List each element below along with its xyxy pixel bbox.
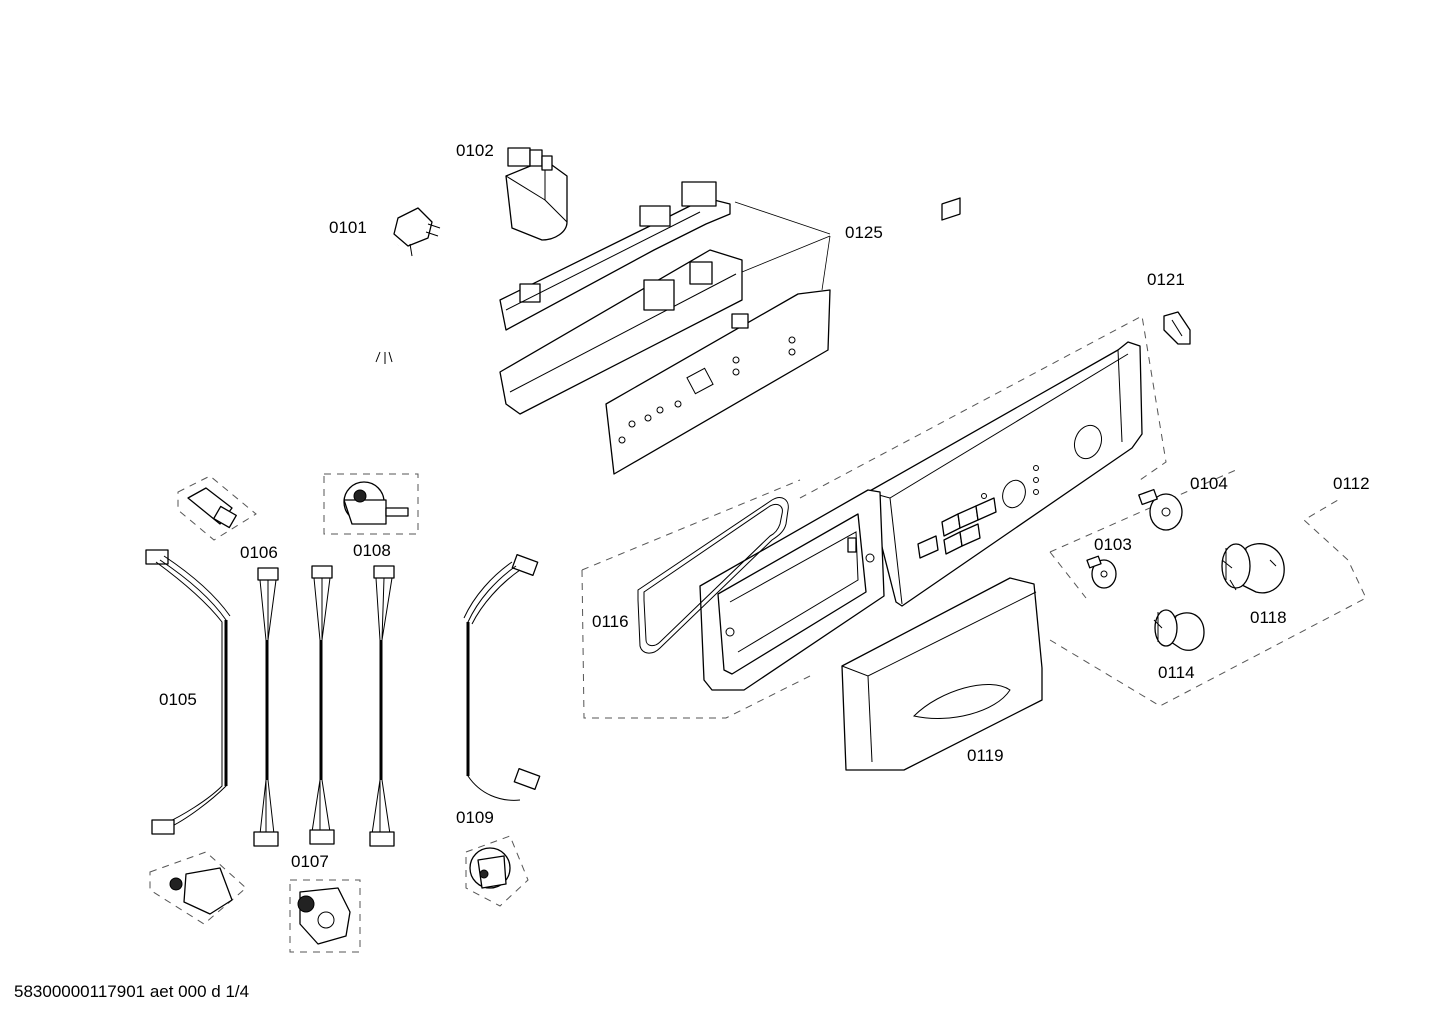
label-0116: 0116 [592, 612, 629, 631]
label-0109: 0109 [456, 808, 494, 827]
panel-group-outline [799, 315, 1167, 499]
label-0105: 0105 [159, 690, 197, 709]
knob-insert-0103-part [1086, 555, 1117, 589]
label-0118: 0118 [1250, 608, 1287, 627]
wire-harness-0106-part [253, 567, 279, 847]
wire-harness-0105-part [145, 549, 231, 835]
knob-group-outline [1049, 469, 1367, 707]
power-cord-part [375, 207, 441, 364]
control-module-part [499, 181, 831, 475]
wire-harness-0109-part [463, 554, 541, 801]
program-knob-part [1221, 543, 1285, 594]
motor-sensor-part [149, 851, 247, 925]
detergent-drawer-handle-part [841, 577, 1043, 771]
wire-harness-part [369, 565, 395, 847]
sensor-0106-part [177, 475, 257, 541]
gasket-part [581, 479, 811, 719]
label-0125: 0125 [845, 223, 883, 242]
knob-insert-0104-part [1138, 488, 1183, 531]
label-0119: 0119 [967, 746, 1004, 765]
clip-part [1163, 311, 1191, 345]
label-0108: 0108 [353, 541, 391, 560]
label-0101: 0101 [329, 218, 367, 237]
control-panel-fascia-part [699, 197, 1143, 691]
label-0104: 0104 [1190, 474, 1228, 493]
wire-harness-0107-part [309, 565, 335, 845]
label-0103: 0103 [1094, 535, 1132, 554]
drawing-code: 58300000117901 aet 000 d 1/4 [14, 982, 249, 1001]
label-0121: 0121 [1147, 270, 1185, 289]
selector-knob-part [1153, 609, 1205, 651]
label-0114: 0114 [1158, 663, 1195, 682]
interference-filter-part [505, 147, 568, 241]
label-0102: 0102 [456, 141, 494, 160]
label-0107: 0107 [291, 852, 329, 871]
valve-part [289, 879, 361, 953]
label-0112: 0112 [1333, 474, 1370, 493]
pressure-switch-0108-part [323, 473, 419, 535]
pressure-sensor-part [465, 835, 529, 907]
label-0106: 0106 [240, 543, 278, 562]
